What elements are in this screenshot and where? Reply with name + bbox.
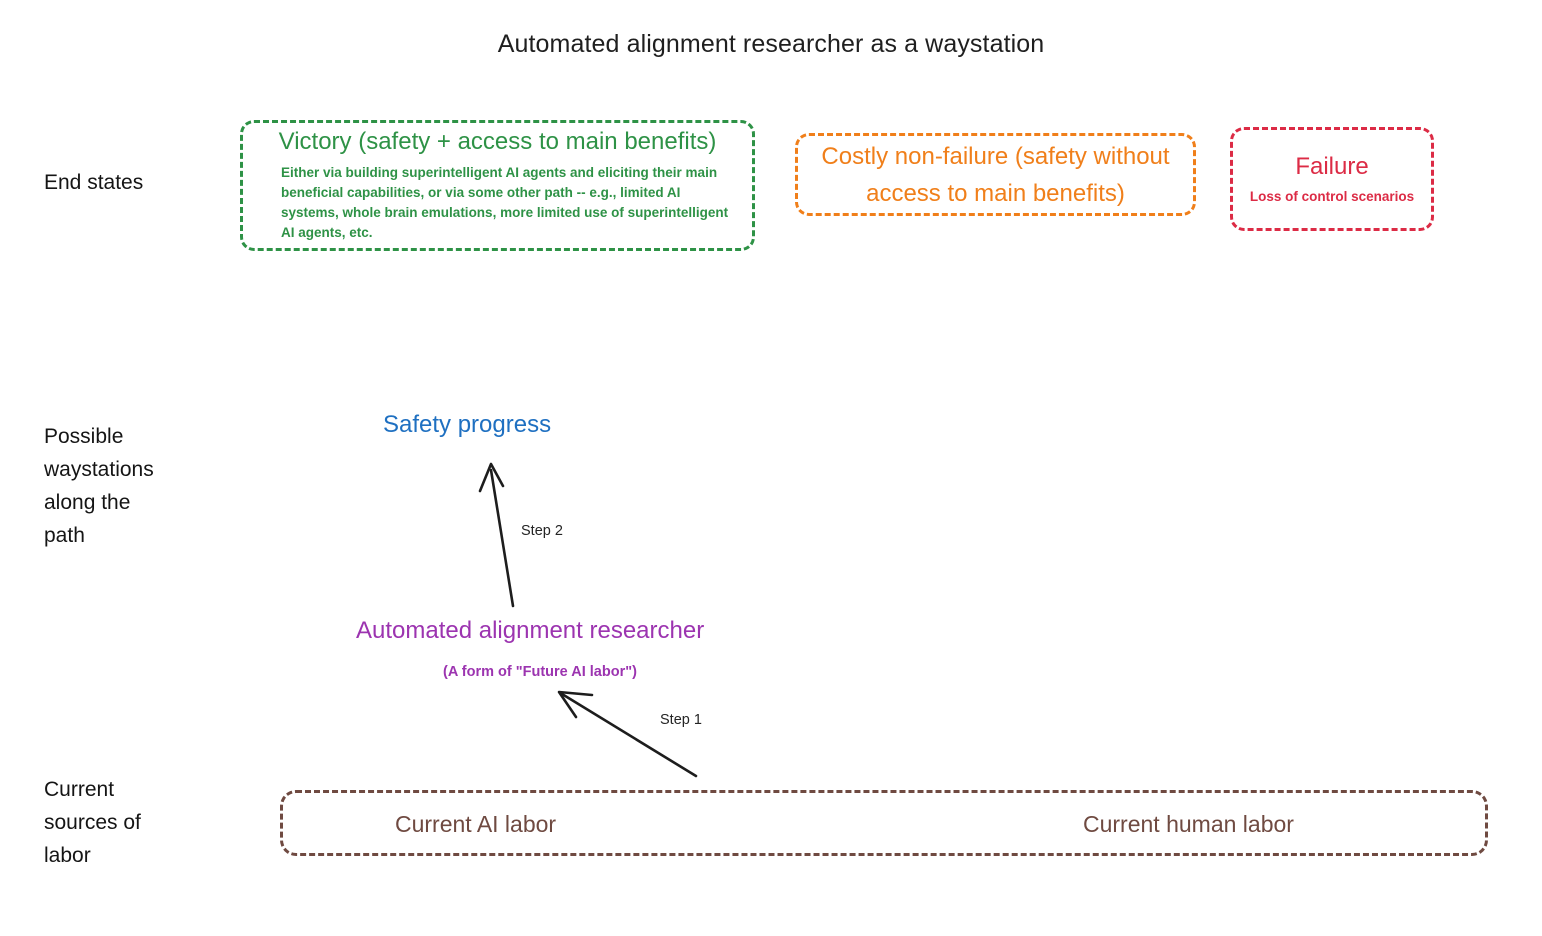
end-state-victory-title: Victory (safety + access to main benefit… bbox=[278, 127, 717, 155]
end-state-failure-title: Failure bbox=[1295, 153, 1369, 180]
end-state-box-costly-non-failure[interactable]: Costly non-failure (safety without acces… bbox=[795, 133, 1196, 216]
node-safety-progress[interactable]: Safety progress bbox=[383, 411, 552, 438]
end-state-box-failure[interactable]: Failure Loss of control scenarios bbox=[1230, 127, 1434, 231]
current-labor-box[interactable]: Current AI labor Current human labor bbox=[280, 790, 1488, 856]
end-state-failure-subtitle: Loss of control scenarios bbox=[1249, 189, 1415, 204]
arrow-step-2 bbox=[478, 462, 515, 608]
row-label-current-sources-of-labor: Current sources of labor bbox=[44, 778, 141, 867]
arrow-label-step-1: Step 1 bbox=[660, 712, 702, 728]
row-label-possible-waystations: Possible waystations along the path bbox=[44, 425, 154, 547]
node-automated-alignment-researcher[interactable]: Automated alignment researcher bbox=[356, 617, 705, 644]
end-state-victory-subtitle: Either via building superintelligent AI … bbox=[281, 164, 729, 240]
arrow-label-step-2: Step 2 bbox=[521, 523, 563, 539]
node-automated-alignment-researcher-sublabel: (A form of "Future AI labor") bbox=[443, 664, 637, 680]
end-state-box-victory[interactable]: Victory (safety + access to main benefit… bbox=[240, 120, 755, 251]
label-current-ai-labor: Current AI labor bbox=[395, 811, 557, 837]
page-title: Automated alignment researcher as a ways… bbox=[497, 30, 1045, 58]
end-state-costly-non-failure-title: Costly non-failure (safety without acces… bbox=[821, 142, 1170, 207]
arrow-step-1 bbox=[557, 690, 698, 778]
label-current-human-labor: Current human labor bbox=[1083, 811, 1294, 837]
row-label-end-states: End states bbox=[44, 171, 144, 194]
